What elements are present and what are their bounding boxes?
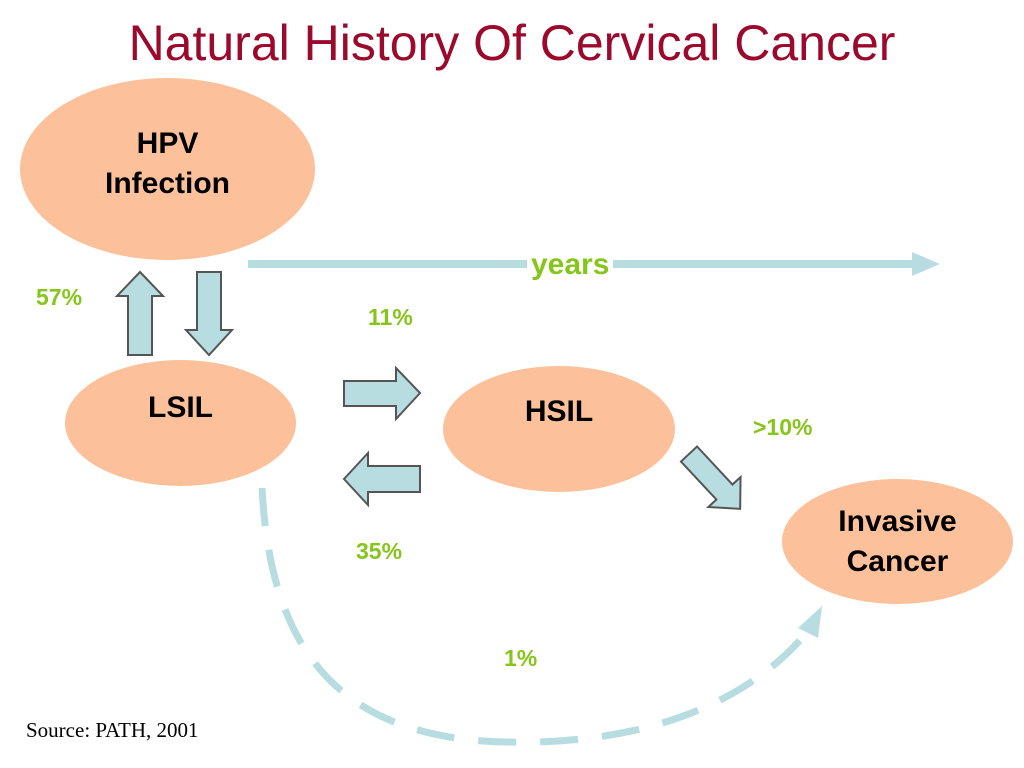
down-arrow-icon (183, 271, 235, 357)
hpv-node-line2: Infection (105, 167, 230, 200)
hpv-node-line1: HPV (136, 127, 199, 160)
source-citation: Source: PATH, 2001 (26, 718, 199, 742)
dashed-curve-arrowhead-icon (798, 606, 822, 638)
hsil-node: HSIL (443, 366, 675, 492)
lsil-node: LSIL (65, 360, 296, 486)
percent-hsil-to-lsil: 35% (356, 538, 403, 564)
percent-lsil-to-hpv: 57% (36, 284, 83, 310)
years-label: years (527, 248, 614, 282)
dashed-curve-arrow (258, 487, 815, 746)
left-arrow-icon (342, 450, 421, 508)
page-title: Natural History Of Cervical Cancer (128, 15, 896, 71)
diagonal-arrow-icon (679, 445, 742, 510)
up-arrow-icon (114, 270, 166, 356)
percent-lsil-to-cancer: 1% (504, 645, 538, 671)
hpv-infection-node: HPV Infection (20, 78, 315, 260)
lsil-node-label: LSIL (148, 391, 213, 424)
percent-lsil-to-hsil: 11% (368, 304, 413, 330)
cancer-node-line2: Cancer (846, 544, 949, 578)
invasive-cancer-node: Invasive Cancer (782, 479, 1013, 604)
percent-hsil-to-cancer: >10% (753, 414, 813, 440)
hsil-node-label: HSIL (524, 395, 594, 428)
cancer-node-line1: Invasive (838, 504, 957, 538)
right-arrow-icon (343, 365, 422, 422)
